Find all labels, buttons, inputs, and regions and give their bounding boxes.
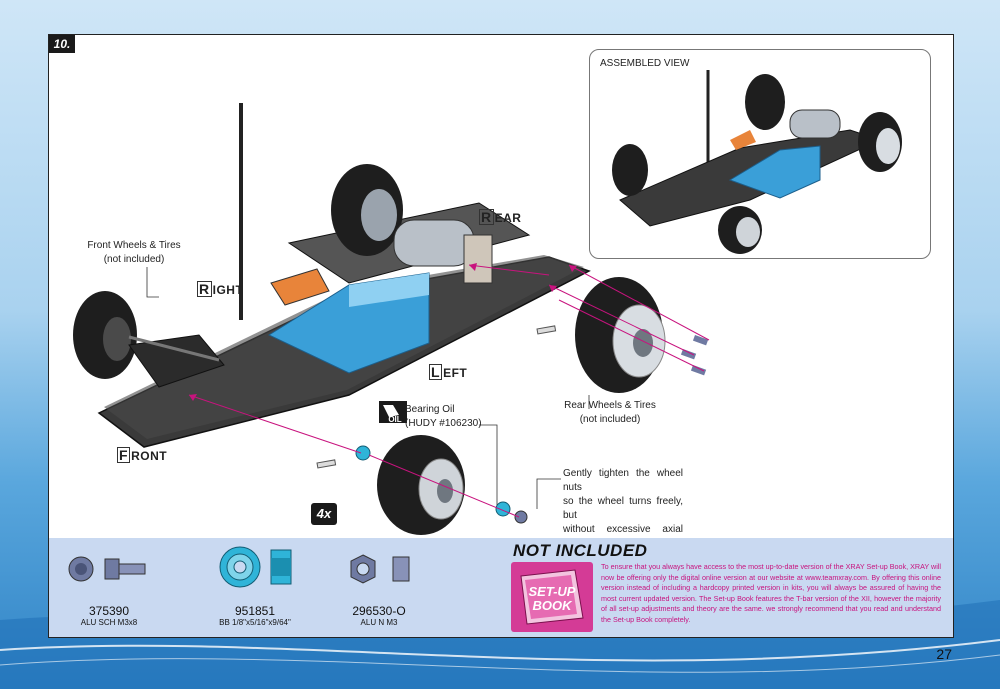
parts-list-bar: 375390 ALU SCH M3x8 951851 BB 1/8"x5/16"… xyxy=(49,538,505,637)
chassis-exploded-diagram xyxy=(73,103,710,535)
direction-rear-initial: R xyxy=(479,209,494,225)
part-desc-296530: ALU N M3 xyxy=(360,618,398,627)
not-included-text: To ensure that you always have access to… xyxy=(601,562,941,624)
not-included-panel: NOT INCLUDED SET-UP BOOK To ensure that … xyxy=(505,538,953,637)
direction-right-rest: IGHT xyxy=(212,283,244,297)
setup-book-label-2: BOOK xyxy=(532,598,572,613)
part-icon-nut xyxy=(350,554,410,584)
part-desc-375390: ALU SCH M3x8 xyxy=(80,618,138,627)
rear-wheels-title: Rear Wheels & Tires xyxy=(564,400,656,411)
wheel-nut-note-line-2: so the wheel turns freely, but xyxy=(563,496,683,521)
part-code-951851: 951851 xyxy=(234,604,276,618)
bearing-oil-ref: (HUDY #106230) xyxy=(405,418,482,429)
quantity-badge: 4x xyxy=(311,503,337,525)
direction-left-initial: L xyxy=(429,364,443,380)
setup-book-image: SET-UP BOOK xyxy=(511,562,593,632)
assembled-view-title: ASSEMBLED VIEW xyxy=(600,58,690,69)
setup-book-icon xyxy=(520,569,584,625)
direction-rear-rest: EAR xyxy=(494,211,522,225)
part-desc-951851: BB 1/8"x5/16"x9/64" xyxy=(219,618,291,627)
instruction-page: 10. xyxy=(48,34,954,638)
part-icon-screw xyxy=(68,556,146,582)
bearing-oil-label: Bearing Oil (HUDY #106230) xyxy=(405,403,495,431)
rear-wheels-label: Rear Wheels & Tires (not included) xyxy=(545,399,675,427)
oil-badge-text: OIL xyxy=(388,415,402,424)
part-code-296530: 296530-O xyxy=(352,604,406,618)
part-icon-bearing xyxy=(219,546,292,588)
page-number: 27 xyxy=(936,646,952,662)
bearing-oil-title: Bearing Oil xyxy=(405,404,455,415)
front-wheels-note: (not included) xyxy=(103,254,165,265)
direction-front-initial: F xyxy=(117,447,131,463)
assembled-view-panel: ASSEMBLED VIEW xyxy=(589,49,931,259)
direction-right-initial: R xyxy=(197,281,212,297)
part-code-375390: 375390 xyxy=(88,604,130,618)
front-wheels-title: Front Wheels & Tires xyxy=(87,240,181,251)
direction-left-rest: EFT xyxy=(443,366,468,380)
front-wheels-label: Front Wheels & Tires (not included) xyxy=(69,239,199,267)
setup-book-label-1: SET-UP xyxy=(528,584,576,599)
step-number-badge: 10. xyxy=(49,35,75,53)
not-included-title: NOT INCLUDED xyxy=(513,541,648,560)
wheel-nut-note-line-1: Gently tighten the wheel nuts xyxy=(563,468,683,493)
rear-wheels-note: (not included) xyxy=(579,414,641,425)
assembled-chassis-illustration xyxy=(612,70,902,254)
direction-front-rest: RONT xyxy=(131,449,168,463)
